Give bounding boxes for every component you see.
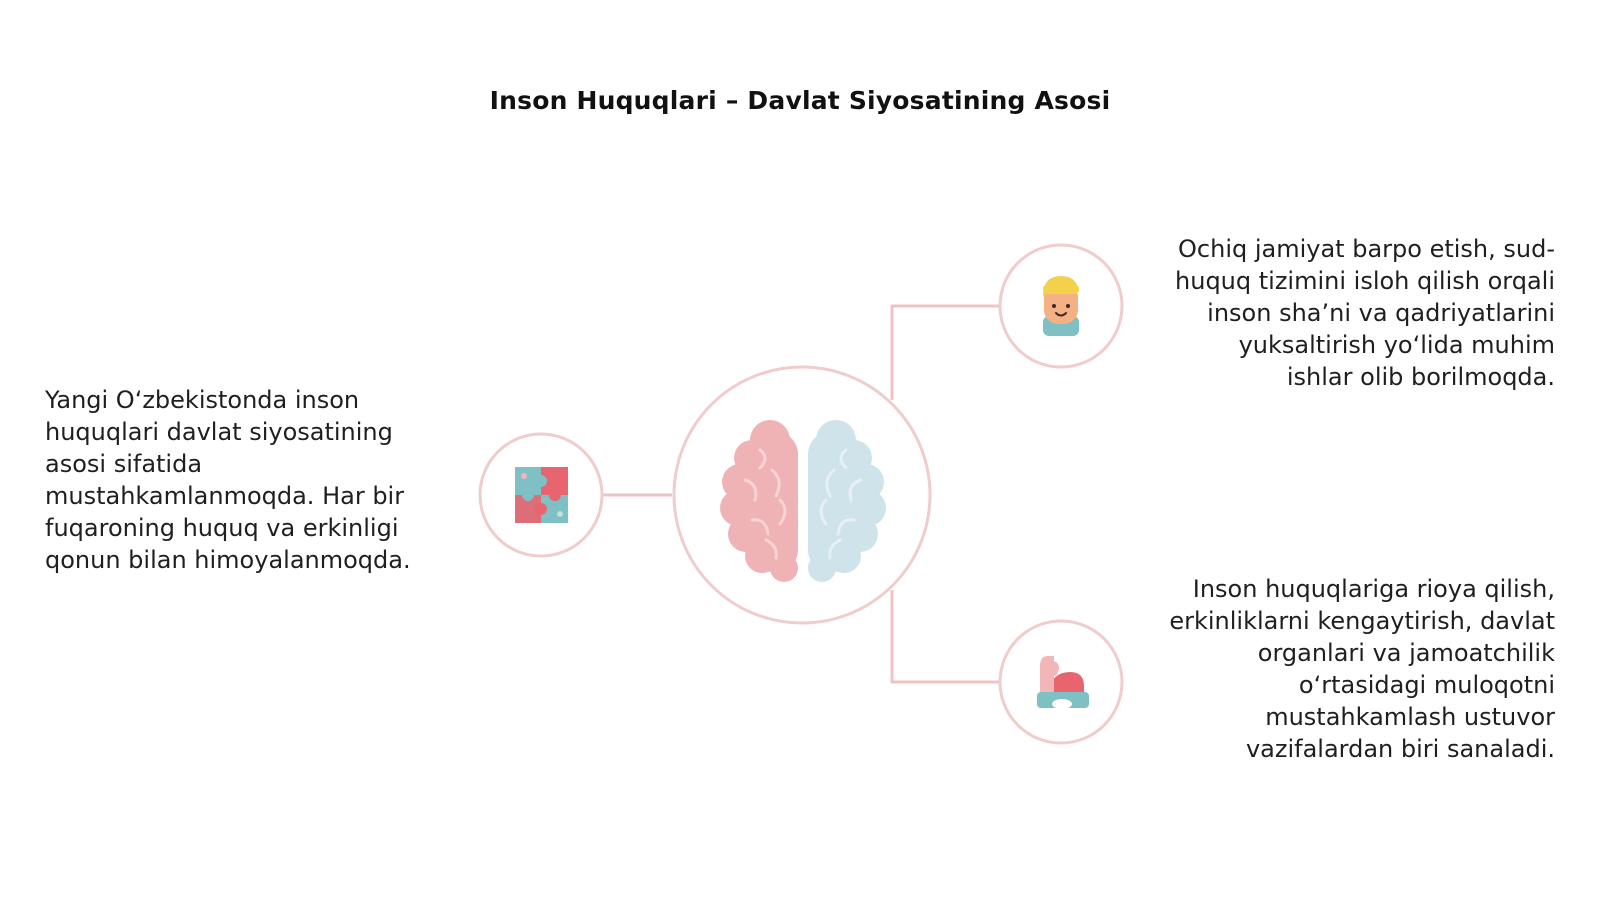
connector-lines [602, 304, 1000, 684]
left-node [478, 432, 604, 558]
connector-top-right [890, 304, 1000, 400]
top-right-node [998, 243, 1124, 369]
puzzle-icon [515, 467, 568, 523]
center-node [672, 365, 932, 625]
brain-icon [720, 420, 886, 582]
text-block-left: Yangi O‘zbekistonda inson huquqlari davl… [45, 386, 411, 574]
person-icon [1043, 276, 1079, 336]
text-block-top-right: Ochiq jamiyat barpo etish, sud-huquq tiz… [1175, 235, 1555, 391]
bottom-right-node [998, 619, 1124, 745]
slide-title: Inson Huquqlari – Davlat Siyosatining As… [489, 86, 1111, 115]
toy-horse-icon [1037, 656, 1089, 709]
text-block-bottom-right: Inson huquqlariga rioya qilish, erkinlik… [1169, 575, 1555, 763]
connector-bottom-right [890, 590, 1000, 684]
